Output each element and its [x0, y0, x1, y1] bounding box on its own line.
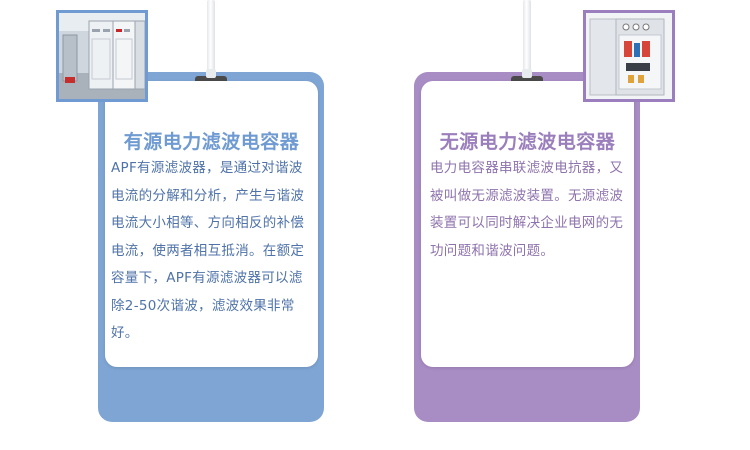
active-filter-card: 有源电力滤波电容器 APF有源滤波器，是通过对谐波电流的分解和分析，产生与谐波电… [56, 0, 326, 450]
hanging-string [523, 0, 531, 74]
card-title: 无源电力滤波电容器 [439, 131, 616, 153]
cabinets-image [59, 13, 145, 99]
card-description: APF有源滤波器，是通过对谐波电流的分解和分析，产生与谐波电流大小相等、方向相反… [111, 160, 305, 341]
panel-image [586, 13, 672, 99]
card-content: 有源电力滤波电容器 APF有源滤波器，是通过对谐波电流的分解和分析，产生与谐波电… [105, 81, 318, 367]
passive-filter-panel-photo [583, 10, 675, 102]
hanging-string [207, 0, 215, 74]
card-title: 有源电力滤波电容器 [123, 131, 300, 153]
card-description: 电力电容器串联滤波电抗器，又被叫做无源滤波装置。无源滤波装置可以同时解决企业电网… [430, 160, 624, 259]
card-content: 无源电力滤波电容器 电力电容器串联滤波电抗器，又被叫做无源滤波装置。无源滤波装置… [421, 81, 634, 367]
active-filter-cabinets-photo [56, 10, 148, 102]
passive-filter-card: 无源电力滤波电容器 电力电容器串联滤波电抗器，又被叫做无源滤波装置。无源滤波装置… [414, 0, 675, 450]
